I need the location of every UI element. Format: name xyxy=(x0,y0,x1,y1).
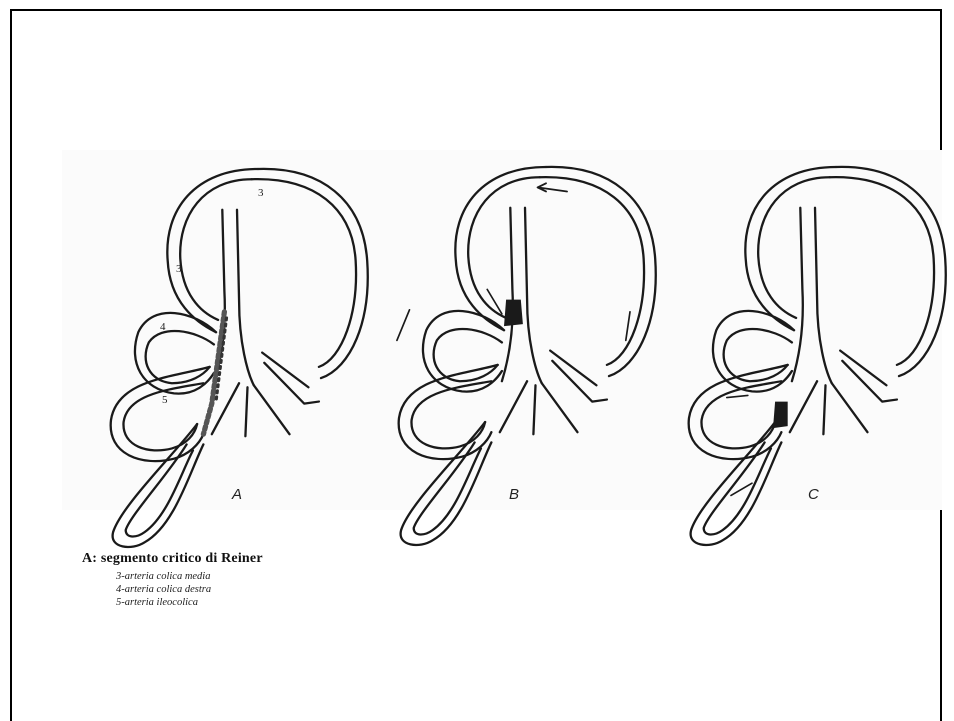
label-five: 5 xyxy=(162,394,168,406)
caption-item: 5-arteria ileocolica xyxy=(116,596,263,609)
panel-a-letter: A xyxy=(231,486,242,503)
panel-b-letter: B xyxy=(509,486,519,503)
caption-item: 3-arteria colica media xyxy=(116,570,263,583)
label-three-top: 3 xyxy=(258,187,264,199)
label-three-side: 3 xyxy=(176,263,182,275)
figure-caption: A: segmento critico di Reiner 3-arteria … xyxy=(82,551,263,609)
occlusion-mark xyxy=(504,300,523,327)
flow-arrow-mid xyxy=(727,395,748,397)
occlusion-mark-c xyxy=(773,402,788,429)
panel-c-letter: C xyxy=(808,486,819,503)
flow-arrow-left xyxy=(397,310,410,341)
flow-arrow-right xyxy=(626,312,630,341)
caption-item: 4-arteria colica destra xyxy=(116,583,263,596)
label-four: 4 xyxy=(160,321,166,333)
panel-b-diagram xyxy=(397,167,656,545)
flow-arrow-top xyxy=(538,183,567,191)
caption-heading: A: segmento critico di Reiner xyxy=(82,551,263,567)
caption-list: 3-arteria colica media 4-arteria colica … xyxy=(82,570,263,609)
